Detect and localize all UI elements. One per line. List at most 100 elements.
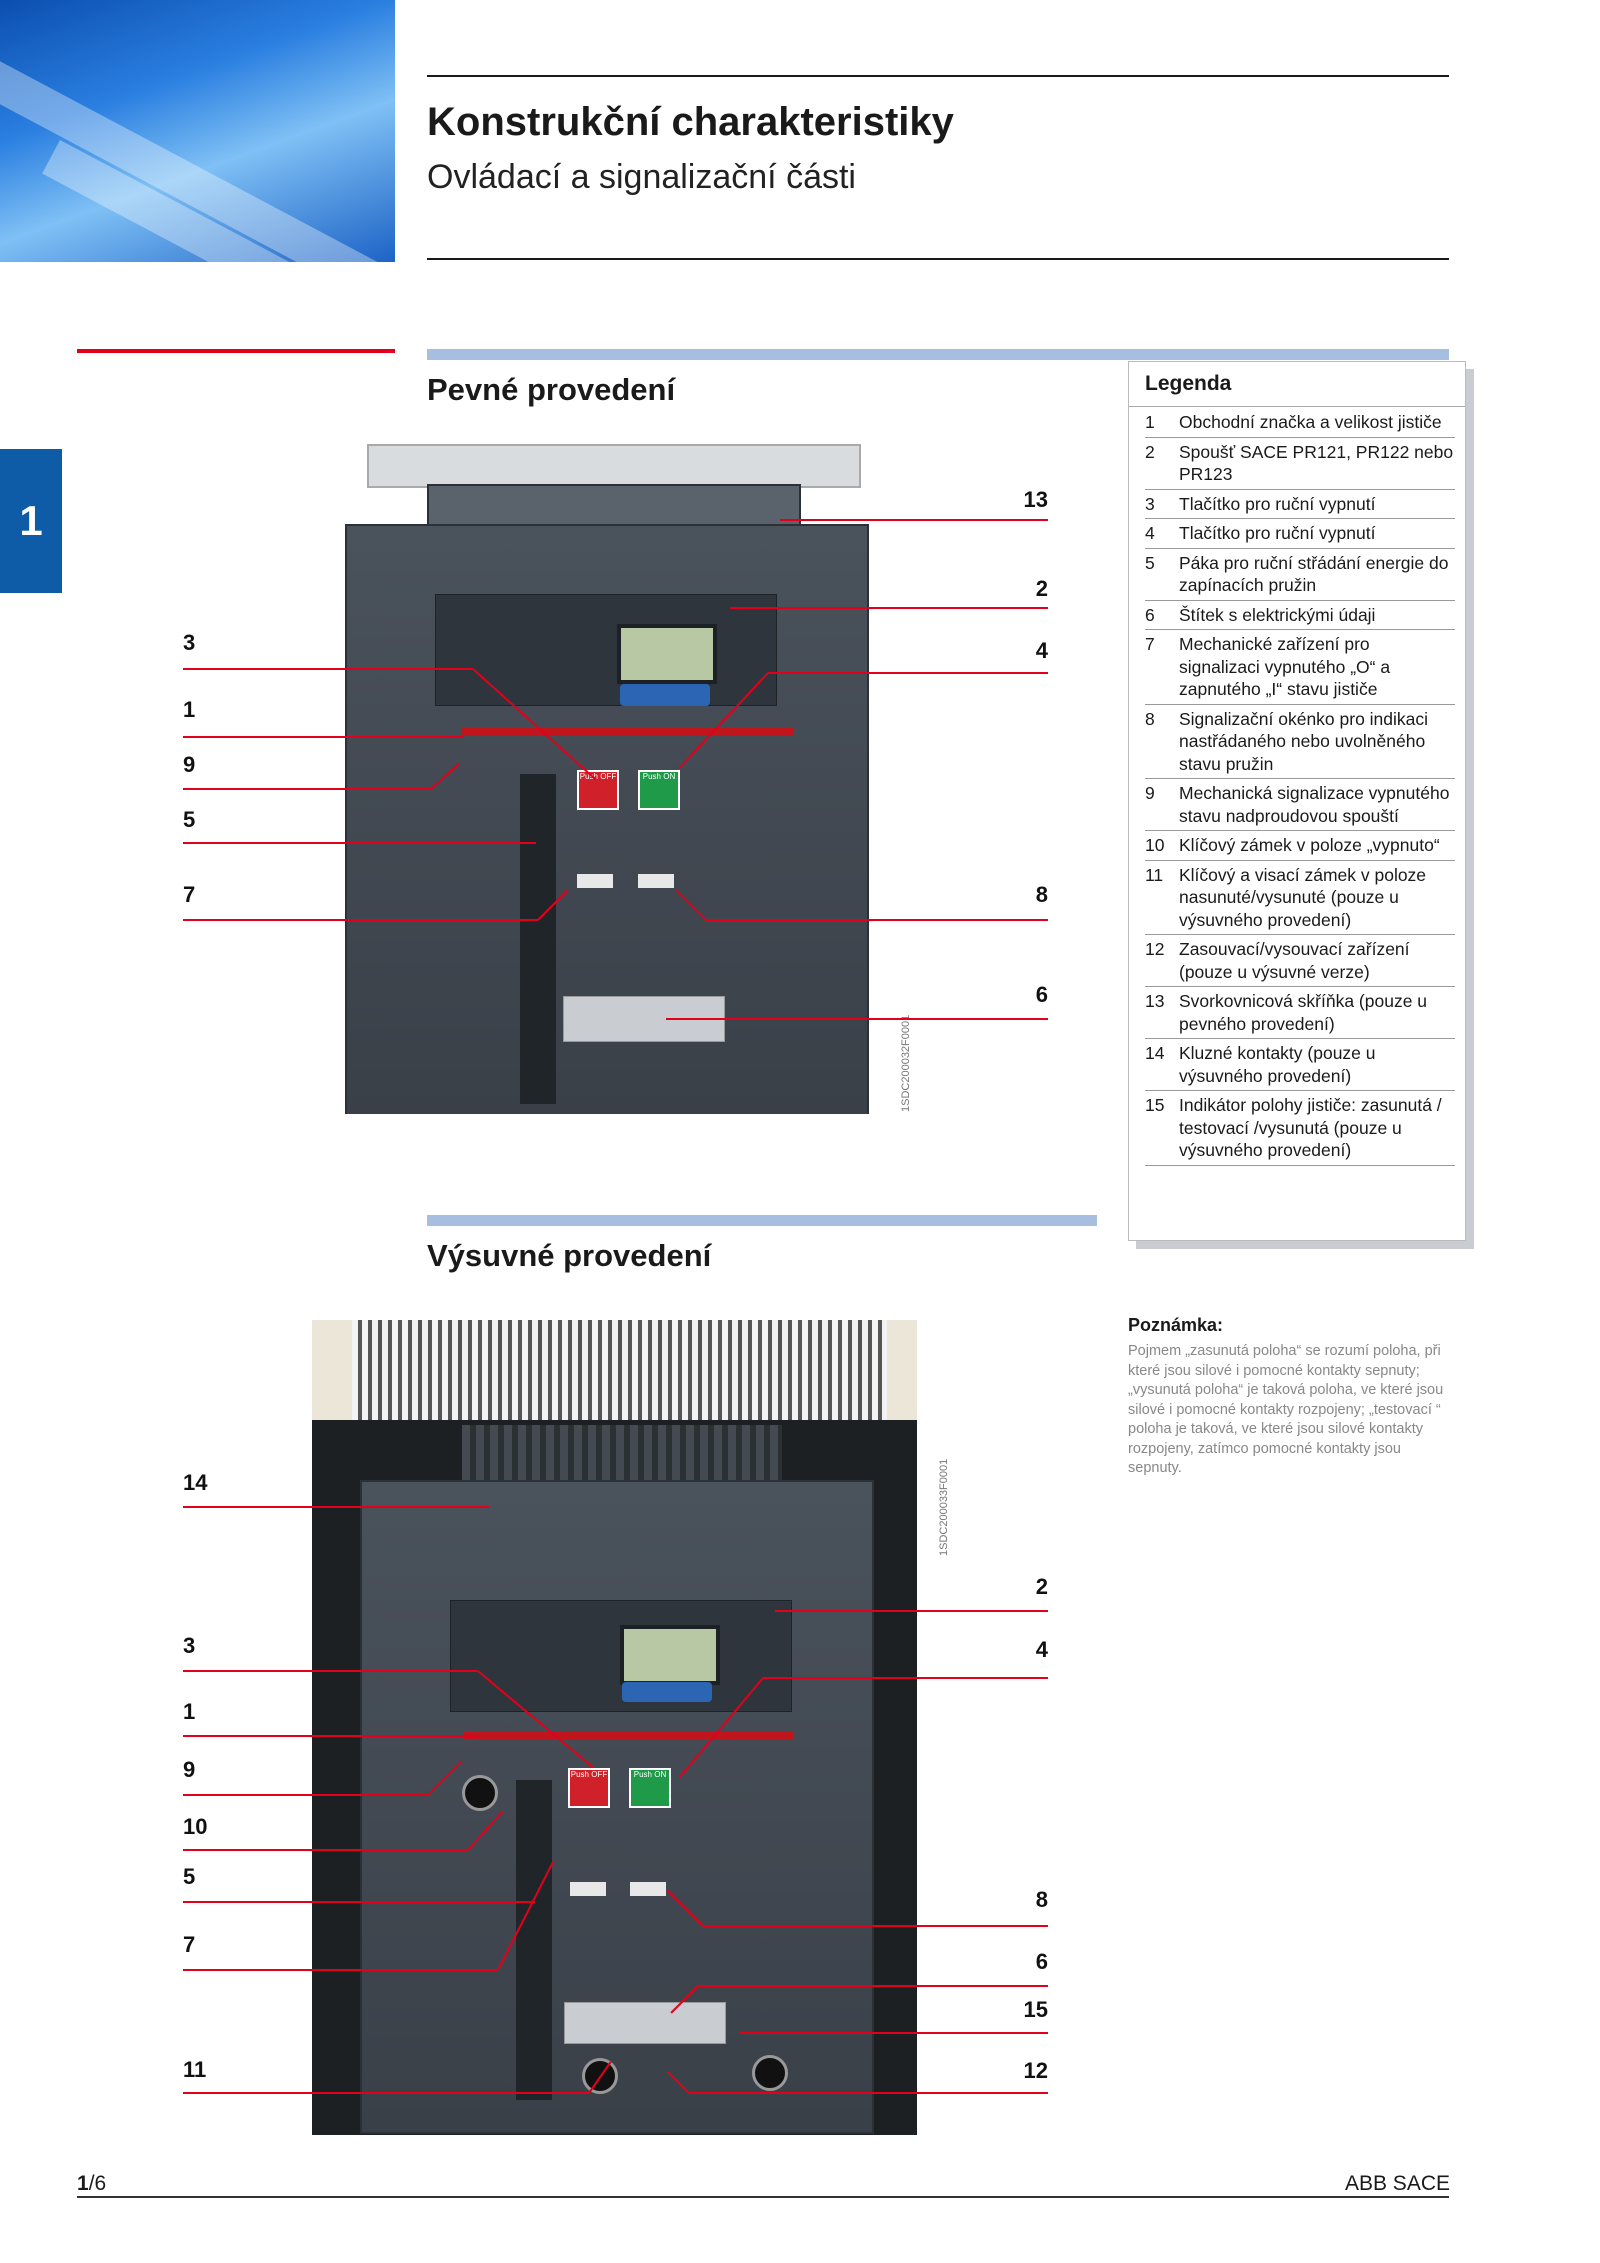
spring-indicator <box>638 874 674 888</box>
red-accent-rule <box>77 349 395 353</box>
legend-num: 4 <box>1145 523 1155 543</box>
leader-line <box>763 1677 1048 1679</box>
legend-num: 11 <box>1145 864 1164 885</box>
note-title: Poznámka: <box>1128 1315 1224 1335</box>
callout-7: 7 <box>183 882 196 907</box>
callout-5: 5 <box>183 807 196 832</box>
legend-num: 9 <box>1145 783 1155 803</box>
legend-num: 3 <box>1145 493 1155 514</box>
leader-line <box>768 672 1048 674</box>
legend-item: 10 Klíčový zámek v poloze „vypnuto“ <box>1145 831 1455 861</box>
section-bar-withdrawable <box>427 1215 1097 1226</box>
legend-item: 15 Indikátor polohy jističe: zasunutá / t… <box>1145 1091 1455 1166</box>
rating-plate <box>564 2002 726 2044</box>
trip-unit-buttons <box>622 1682 712 1702</box>
legend-num: 5 <box>1145 552 1155 573</box>
callout-9: 9 <box>183 752 196 777</box>
page-number: 1/6 <box>77 2172 106 2196</box>
legend-num: 6 <box>1145 604 1155 625</box>
legend-item: 13 Svorkovnicová skříňka (pouze u pevného… <box>1145 987 1455 1039</box>
legend-item: 4 Tlačítko pro ruční vypnutí <box>1145 519 1455 549</box>
leader-line <box>183 842 536 844</box>
chapter-tab: 1 <box>0 449 62 593</box>
footer-rule <box>77 2196 1449 2198</box>
legend-item: 8 Signalizační okénko pro indikaci nastřá… <box>1145 705 1455 779</box>
legend-text: Mechanické zařízení pro signalizaci vypn… <box>1179 634 1391 699</box>
open-closed-indicator <box>570 1882 606 1896</box>
callout-14: 14 <box>183 1470 208 1495</box>
legend-num: 8 <box>1145 708 1155 729</box>
legend-text: Svorkovnicová skříňka (pouze u pevného p… <box>1179 991 1428 1034</box>
push-off-button: Push OFF <box>568 1768 610 1808</box>
legend-num: 12 <box>1145 939 1165 959</box>
section-bar-fixed <box>427 349 1449 360</box>
push-on-button: Push ON <box>638 770 680 810</box>
leader-line <box>183 1794 428 1796</box>
photo-code-fixed: 1SDC200032F0001 <box>900 1014 912 1112</box>
footer-brand: ABB SACE <box>1344 2172 1450 2195</box>
legend-item: 5 Páka pro ruční střádání energie do zapí… <box>1145 549 1455 601</box>
legend-text: Tlačítko pro ruční vypnutí <box>1179 493 1376 514</box>
header-top-rule <box>427 75 1449 77</box>
leader-line <box>183 1506 489 1508</box>
leader-line <box>183 736 463 738</box>
leader-line <box>780 519 1048 521</box>
callout-7: 7 <box>183 1932 196 1957</box>
legend-num: 13 <box>1145 991 1165 1011</box>
callout-2: 2 <box>1035 1574 1048 1599</box>
note-text: Pojmem „zasunutá poloha“ se rozumí poloh… <box>1128 1343 1444 1476</box>
callout-11: 11 <box>183 2057 207 2082</box>
trip-unit-display <box>620 1625 720 1685</box>
page-number-rest: /6 <box>88 2172 107 2195</box>
push-on-button: Push ON <box>629 1768 671 1808</box>
legend-num: 10 <box>1145 835 1165 855</box>
leader-line <box>698 1985 1048 1987</box>
leader-line <box>740 2032 1048 2034</box>
legend-item: 3 Tlačítko pro ruční vypnutí <box>1145 490 1455 519</box>
legend-text: Signalizační okénko pro indikaci nastřád… <box>1179 708 1429 774</box>
leader-line <box>183 919 538 921</box>
leader-line <box>666 1018 1048 1020</box>
legend-num: 1 <box>1145 412 1155 432</box>
callout-2: 2 <box>1035 576 1048 601</box>
legend-text: Tlačítko pro ruční vypnutí <box>1179 523 1376 543</box>
photo-code-withdrawable: 1SDC200033F0001 <box>938 1458 950 1556</box>
legend-num: 2 <box>1145 441 1155 462</box>
callout-4: 4 <box>1035 638 1048 663</box>
legend-text: Klíčový zámek v poloze „vypnuto“ <box>1179 835 1440 855</box>
withdrawable-breaker-photo: Push OFF Push ON <box>312 1320 917 2135</box>
callout-6: 6 <box>1035 982 1048 1007</box>
callout-4: 4 <box>1035 1637 1048 1662</box>
legend-text: Klíčový a visací zámek v poloze nasunuté… <box>1179 864 1427 930</box>
legend-text: Páka pro ruční střádání energie do zapín… <box>1179 552 1449 596</box>
legend-num: 7 <box>1145 634 1155 654</box>
vent-grille <box>352 1320 887 1420</box>
callout-5: 5 <box>183 1864 196 1889</box>
brand-strip <box>464 1732 794 1740</box>
leader-line <box>775 1610 1048 1612</box>
legend-text: Indikátor polohy jističe: zasunutá / tes… <box>1179 1095 1442 1160</box>
leader-line <box>183 2092 589 2094</box>
leader-line <box>183 1901 535 1903</box>
callout-3: 3 <box>183 1633 196 1658</box>
page-number-bold: 1 <box>77 2172 89 2195</box>
open-closed-indicator <box>577 874 613 888</box>
legend-num: 14 <box>1145 1043 1165 1063</box>
page-subtitle: Ovládací a signalizační části <box>427 158 856 196</box>
callout-3: 3 <box>183 630 196 655</box>
callout-12: 12 <box>1023 2058 1048 2083</box>
charging-lever <box>516 1780 552 2100</box>
legend-item: 11 Klíčový a visací zámek v poloze nasunu… <box>1145 861 1455 935</box>
legend-num: 15 <box>1145 1095 1165 1115</box>
callout-8: 8 <box>1035 882 1048 907</box>
leader-line <box>183 1969 498 1971</box>
leader-line <box>730 607 1048 609</box>
legend-item: 7 Mechanické zařízení pro signalizaci vyp… <box>1145 630 1455 705</box>
